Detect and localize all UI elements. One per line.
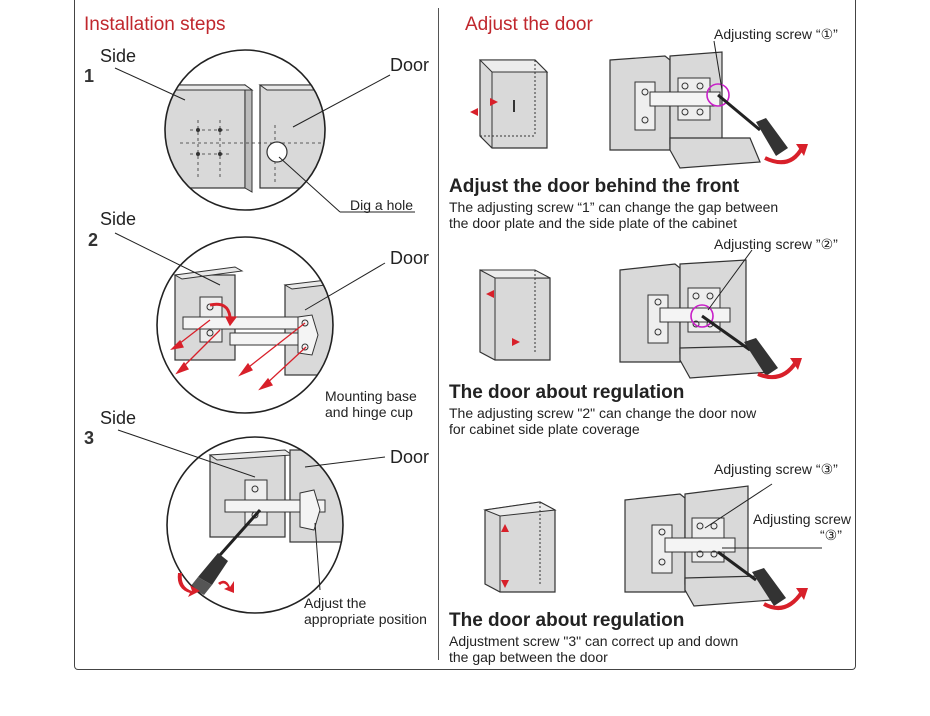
step-1-dig-hole-label: Dig a hole bbox=[350, 197, 414, 213]
step-3-illustration bbox=[117, 429, 386, 614]
section-1-illustration bbox=[470, 40, 808, 169]
section-3-screw-label-top: Adjusting screw “③” bbox=[714, 461, 838, 477]
step-3-position-label: appropriate position bbox=[304, 611, 427, 627]
step-1-door-label: Door bbox=[390, 55, 430, 75]
step-2-illustration bbox=[114, 232, 386, 414]
step-2-mounting-base-label: Mounting base bbox=[325, 388, 417, 404]
step-2-side-label: Side bbox=[100, 209, 137, 229]
column-divider bbox=[438, 8, 439, 660]
step-1-number: 1 bbox=[84, 66, 95, 86]
section-1-heading: Adjust the door behind the front bbox=[449, 176, 740, 197]
section-2-desc-line1: The adjusting screw "2" can change the d… bbox=[449, 405, 757, 421]
section-3-screw-label-side-line1: Adjusting screw bbox=[753, 511, 852, 527]
section-1-desc-line2: the door plate and the side plate of the… bbox=[449, 215, 737, 231]
section-3-heading: The door about regulation bbox=[449, 610, 685, 631]
step-3-adjust-label: Adjust the bbox=[304, 595, 367, 611]
section-3-illustration bbox=[483, 483, 822, 610]
section-1-desc-line1: The adjusting screw “1” can change the g… bbox=[449, 199, 779, 215]
section-2-illustration bbox=[479, 249, 802, 379]
step-1-illustration bbox=[114, 49, 415, 213]
section-2-heading: The door about regulation bbox=[449, 382, 685, 403]
step-2-hinge-cup-label: and hinge cup bbox=[325, 404, 413, 420]
section-1-screw-label: Adjusting screw “①” bbox=[714, 26, 838, 42]
step-2-number: 2 bbox=[88, 230, 99, 250]
section-2-desc-line2: for cabinet side plate coverage bbox=[449, 421, 640, 437]
step-1-side-label: Side bbox=[100, 46, 137, 66]
step-2-door-label: Door bbox=[390, 248, 430, 268]
step-3-door-label: Door bbox=[390, 447, 430, 467]
section-3-desc-line2: the gap between the door bbox=[449, 649, 608, 665]
step-3-number: 3 bbox=[84, 428, 95, 448]
section-2-screw-label: Adjusting screw ”②” bbox=[714, 236, 838, 252]
installation-steps-title: Installation steps bbox=[84, 14, 226, 35]
adjust-door-title: Adjust the door bbox=[465, 14, 593, 35]
outer-frame bbox=[74, 0, 856, 670]
step-3-side-label: Side bbox=[100, 408, 137, 428]
section-3-desc-line1: Adjustment screw "3" can correct up and … bbox=[449, 633, 739, 649]
section-3-screw-label-side-line2: “③” bbox=[820, 527, 842, 543]
